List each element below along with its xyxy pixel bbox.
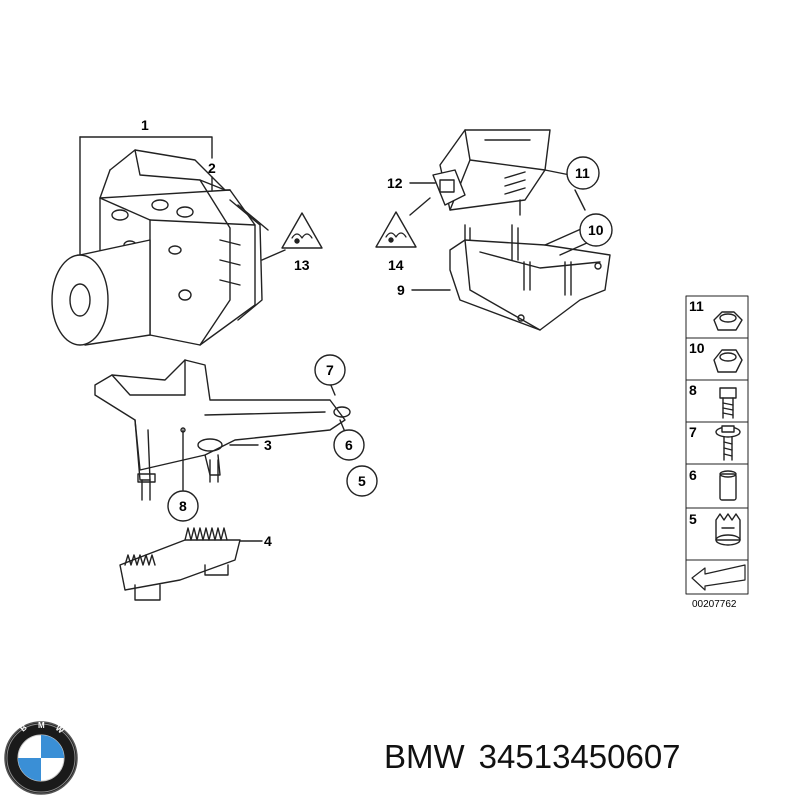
label-11: 11: [575, 165, 590, 181]
legend-label-11: 11: [689, 298, 704, 314]
svg-text:B: B: [19, 723, 29, 734]
legend-label-10: 10: [689, 340, 705, 356]
label-13: 13: [294, 257, 310, 273]
brand-name: BMW: [384, 738, 465, 775]
warning-triangle-icon: [281, 212, 323, 249]
rubber-mount: [119, 527, 241, 601]
label-6: 6: [345, 437, 353, 453]
hardware-legend: [685, 295, 749, 595]
legend-label-7: 7: [689, 424, 697, 440]
sensor-bracket: [449, 224, 611, 331]
label-2: 2: [208, 160, 216, 176]
label-1: 1: [141, 117, 149, 133]
warning-triangle-icon: [375, 211, 417, 248]
label-9: 9: [397, 282, 405, 298]
legend-label-6: 6: [689, 467, 697, 483]
label-10: 10: [588, 222, 604, 238]
label-12: 12: [387, 175, 403, 191]
yaw-rate-sensor: [432, 129, 551, 211]
svg-text:W: W: [54, 724, 66, 736]
callout-8: [167, 490, 199, 522]
callout-11: [566, 156, 600, 190]
label-14: 14: [388, 257, 404, 273]
bmw-roundel-logo: B M W: [4, 721, 78, 795]
callout-6: [333, 429, 365, 461]
abs-hydraulic-unit: [51, 149, 269, 346]
svg-text:M: M: [38, 721, 45, 730]
callout-10: [579, 213, 613, 247]
label-4: 4: [264, 533, 272, 549]
label-3: 3: [264, 437, 272, 453]
abs-mounting-bracket: [94, 359, 351, 501]
label-7: 7: [326, 362, 334, 378]
legend-label-8: 8: [689, 382, 697, 398]
callout-7: [314, 354, 346, 386]
part-number: 34513450607: [478, 738, 681, 775]
label-8: 8: [179, 498, 187, 514]
part-caption: BMW 34513450607: [384, 738, 681, 776]
callout-5: [346, 465, 378, 497]
diagram-code: 00207762: [692, 599, 737, 610]
label-5: 5: [358, 473, 366, 489]
legend-label-5: 5: [689, 511, 697, 527]
